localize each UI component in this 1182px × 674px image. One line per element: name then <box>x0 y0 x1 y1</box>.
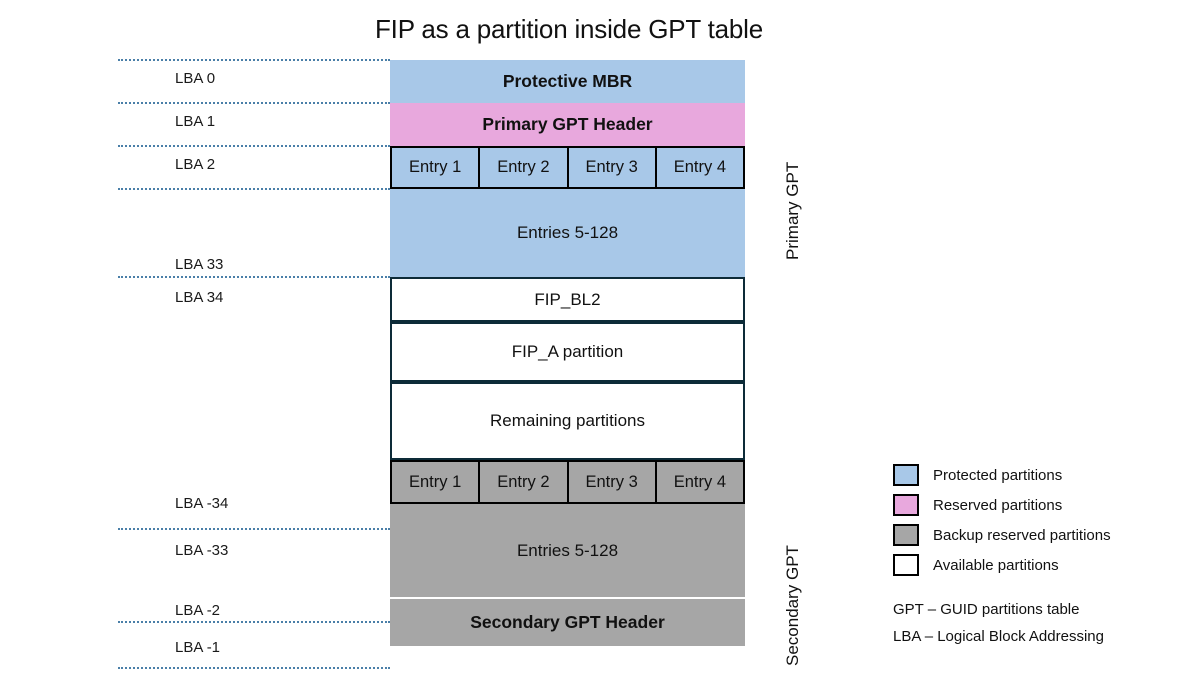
secondary-gpt-group: Secondary GPT <box>783 545 802 666</box>
gpt-entry-cell: Entry 4 <box>673 472 727 491</box>
gpt-entry-cell: Entry 2 <box>480 462 569 502</box>
lba-label: LBA 33 <box>175 256 224 273</box>
abbreviation-line: LBA – Logical Block Addressing <box>893 628 1104 645</box>
legend-item: Reserved partitions <box>893 490 1173 520</box>
guide-line <box>118 621 390 623</box>
lba-label: LBA -2 <box>175 602 221 619</box>
guide-line <box>118 188 390 190</box>
legend-item: Available partitions <box>893 550 1173 580</box>
legend-swatch-icon <box>893 494 919 516</box>
secondary-gpt-header: Secondary GPT Header <box>390 599 745 646</box>
gpt-entry-cell: Entry 1 <box>392 148 481 187</box>
lba-label: LBA -33 <box>175 542 229 559</box>
page-title: FIP as a partition inside GPT table <box>0 14 1182 45</box>
gpt-entry-cell: Entry 2 <box>480 148 569 187</box>
legend-swatch-icon <box>893 464 919 486</box>
lba-label: LBA 34 <box>175 289 224 306</box>
primary-entries-rest: Entries 5-128 <box>390 189 745 277</box>
lba-label: LBA -34 <box>175 495 229 512</box>
legend-item: Protected partitions <box>893 460 1173 490</box>
block-separator <box>390 597 745 599</box>
guide-line <box>118 528 390 530</box>
lba-label: LBA 0 <box>175 70 216 87</box>
guide-line <box>118 59 390 61</box>
gpt-entry-cell: Entry 3 <box>569 148 657 187</box>
legend-item-label: Reserved partitions <box>933 496 1063 514</box>
legend-item-label: Protected partitions <box>933 466 1063 484</box>
legend-item-label: Available partitions <box>933 556 1059 574</box>
primary-gpt-header: Primary GPT Header <box>390 103 745 146</box>
guide-line <box>118 276 390 278</box>
guide-line <box>118 667 390 669</box>
gpt-entry-cell: Entry 3 <box>569 462 657 502</box>
lba-label: LBA 1 <box>175 113 216 130</box>
remaining-partitions: Remaining partitions <box>390 382 745 460</box>
page-title-text: FIP as a partition inside GPT table <box>374 14 764 44</box>
fip-bl2: FIP_BL2 <box>390 277 745 322</box>
legend-item: Backup reserved partitions <box>893 520 1173 550</box>
abbreviation-line: GPT – GUID partitions table <box>893 601 1080 618</box>
lba-label: LBA -1 <box>175 639 221 656</box>
lba-label: LBA 2 <box>175 156 216 173</box>
gpt-entry-cell: Entry 1 <box>392 462 481 502</box>
primary-gpt-group: Primary GPT <box>783 161 802 260</box>
protective-mbr: Protective MBR <box>390 60 745 103</box>
legend-swatch-icon <box>893 524 919 546</box>
fip-a-partition: FIP_A partition <box>390 322 745 382</box>
legend-item-label: Backup reserved partitions <box>933 526 1111 544</box>
gpt-entry-cell: Entry 4 <box>673 158 727 176</box>
guide-line <box>118 102 390 104</box>
legend-swatch-icon <box>893 554 919 576</box>
secondary-entries-rest: Entries 5-128 <box>390 504 745 597</box>
guide-line <box>118 145 390 147</box>
